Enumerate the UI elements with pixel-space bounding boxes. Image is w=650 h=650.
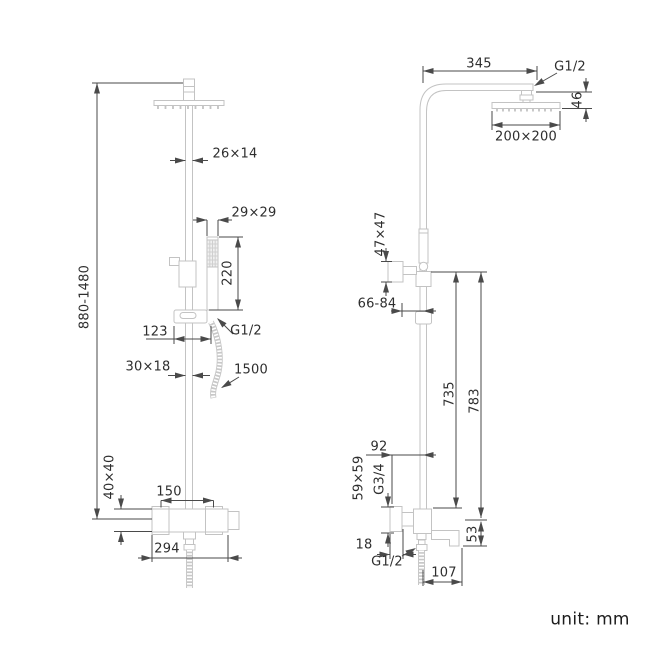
label-head-thread: G1/2 bbox=[554, 59, 586, 75]
unit-label: unit: mm bbox=[550, 609, 630, 630]
wall-holder-side bbox=[387, 261, 404, 283]
dim-holder-section: 47×47 bbox=[373, 211, 389, 257]
diverter-lever bbox=[169, 257, 180, 266]
front-view-product bbox=[151, 78, 240, 588]
dim-head-size: 200×200 bbox=[495, 129, 557, 145]
side-view-product bbox=[387, 83, 561, 585]
slider-block-side bbox=[415, 271, 432, 287]
label-outlet-thread: G1/2 bbox=[371, 554, 403, 570]
dim-valve-plate: 59×59 bbox=[351, 455, 367, 501]
head-connector-side bbox=[519, 94, 534, 101]
dim-valve-offset: 92 bbox=[370, 439, 388, 455]
slider-block-front bbox=[178, 260, 197, 288]
label-hose-thread: G1/2 bbox=[230, 323, 262, 339]
hose-bracket-front bbox=[173, 309, 208, 324]
dim-wall-gap: 18 bbox=[355, 537, 373, 553]
dim-valve-width: 294 bbox=[154, 541, 180, 557]
dim-inlet-spacing: 150 bbox=[156, 484, 182, 500]
dim-wall-distance: 66-84 bbox=[357, 296, 397, 312]
dim-bracket-offset: 123 bbox=[142, 324, 168, 340]
valve-body-front bbox=[151, 508, 229, 533]
hand-shower-side bbox=[418, 228, 429, 264]
tub-spout-side bbox=[431, 530, 460, 547]
dim-spout-drop: 53 bbox=[465, 525, 481, 543]
dim-lower-rail: 30×18 bbox=[125, 359, 171, 375]
dim-hose-length: 1500 bbox=[234, 362, 268, 378]
riser-pipe-side bbox=[419, 170, 427, 509]
riser-pipe-front bbox=[185, 105, 193, 510]
ceiling-stem-front bbox=[183, 78, 195, 102]
shower-arm-side bbox=[419, 83, 534, 170]
hose-bracket-side bbox=[415, 311, 432, 325]
dim-hand-shower-length: 220 bbox=[220, 260, 236, 286]
dim-rail-height: 783 bbox=[467, 388, 483, 414]
dim-valve-section: 40×40 bbox=[102, 454, 118, 500]
dim-height-range: 880-1480 bbox=[77, 264, 93, 330]
dim-arm-reach: 345 bbox=[466, 56, 492, 72]
rain-head-side bbox=[491, 102, 561, 109]
holder-pivot bbox=[418, 261, 429, 272]
wall-escutcheon-side bbox=[389, 506, 403, 532]
dim-head-height: 46 bbox=[570, 91, 586, 109]
dim-upper-rail: 26×14 bbox=[212, 146, 258, 162]
dim-hand-shower-face: 29×29 bbox=[231, 205, 277, 221]
valve-body-side bbox=[413, 508, 432, 534]
dim-pivot-height: 735 bbox=[442, 381, 458, 407]
rain-head-front bbox=[153, 100, 225, 106]
label-inlet-thread: G3/4 bbox=[372, 463, 388, 495]
dim-spout-reach: 107 bbox=[431, 565, 457, 581]
